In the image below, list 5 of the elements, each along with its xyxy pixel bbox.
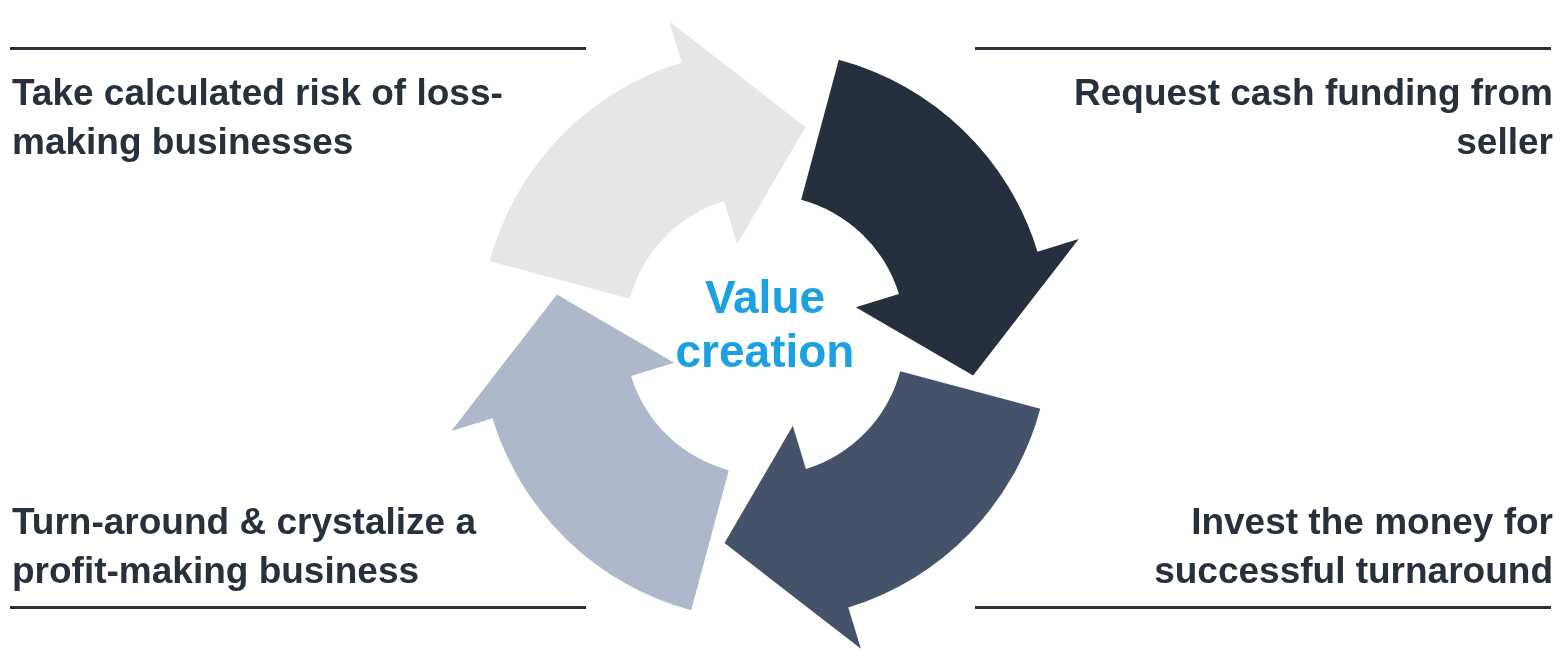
center-title: Value creation (674, 270, 856, 378)
step-text: Turn-around & crystalize a profit-making business (12, 500, 478, 593)
step-text: Take calculated risk of loss-making businesses (12, 71, 504, 164)
step-text: Request cash funding from seller (1073, 71, 1553, 164)
step-text: Invest the money for successful turnaround (1153, 500, 1553, 593)
